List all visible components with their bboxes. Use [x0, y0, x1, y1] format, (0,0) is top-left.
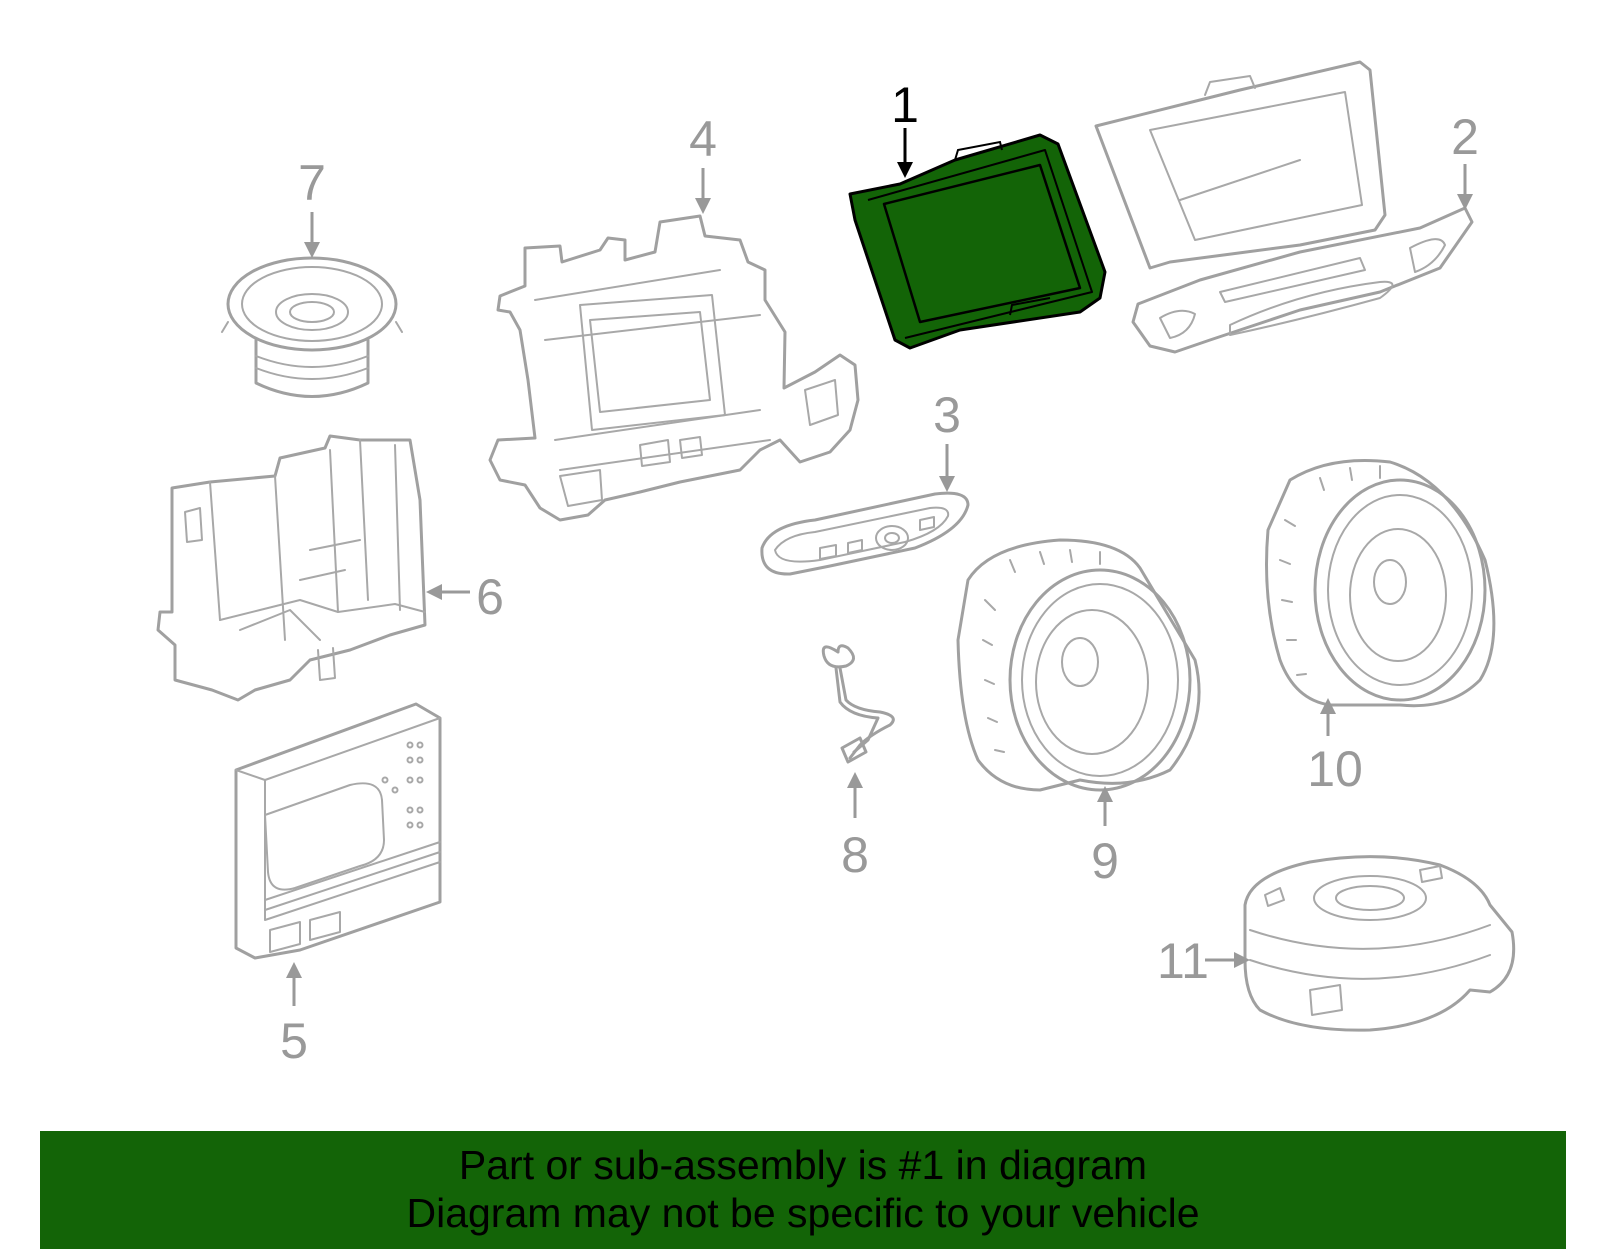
- callout-4[interactable]: 4: [689, 111, 717, 167]
- callout-leaders: [286, 128, 1473, 1006]
- info-banner: Part or sub-assembly is #1 in diagram Di…: [40, 1131, 1566, 1249]
- part-10-speaker[interactable]: [1265, 459, 1496, 708]
- callout-1[interactable]: 1: [891, 77, 919, 133]
- part-4-radio-bracket[interactable]: [488, 214, 860, 522]
- part-8-wire-harness[interactable]: [821, 644, 895, 764]
- part-2-display-housing[interactable]: [1094, 60, 1474, 354]
- callout-7[interactable]: 7: [298, 155, 326, 211]
- callout-labels: 1 2 3 4 5 6 7 8 9 10 11: [280, 77, 1479, 1069]
- part-9-speaker[interactable]: [956, 538, 1201, 792]
- part-7-speaker[interactable]: [221, 256, 403, 398]
- part-6-bracket[interactable]: [156, 434, 427, 702]
- part-1-display-highlighted[interactable]: [848, 133, 1107, 350]
- banner-line-1: Part or sub-assembly is #1 in diagram: [458, 1142, 1148, 1188]
- callout-5[interactable]: 5: [280, 1013, 308, 1069]
- callout-11[interactable]: 11: [1157, 933, 1209, 989]
- callout-3[interactable]: 3: [933, 387, 961, 443]
- callout-8[interactable]: 8: [841, 827, 869, 883]
- banner-line-2: Diagram may not be specific to your vehi…: [406, 1190, 1200, 1236]
- callout-2[interactable]: 2: [1451, 109, 1479, 165]
- part-11-subwoofer[interactable]: [1243, 855, 1516, 1032]
- callout-6[interactable]: 6: [476, 569, 504, 625]
- callout-10[interactable]: 10: [1307, 741, 1363, 797]
- callout-9[interactable]: 9: [1091, 833, 1119, 889]
- part-3-control-panel[interactable]: [760, 491, 970, 576]
- part-5-module[interactable]: [234, 702, 442, 960]
